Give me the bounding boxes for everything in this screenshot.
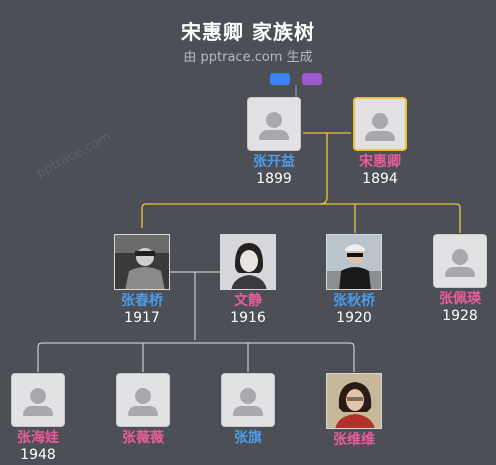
person-year: 1899	[256, 171, 292, 187]
person-photo	[114, 234, 170, 290]
view-toggle-icon[interactable]	[270, 73, 290, 85]
person-silhouette-icon	[247, 97, 301, 151]
person-year: 1920	[336, 310, 372, 326]
person-card[interactable]: 张海娃 1948	[0, 373, 78, 464]
person-name: 张开益	[253, 154, 295, 170]
person-name: 张维维	[333, 432, 375, 448]
person-card[interactable]: 张维维	[314, 373, 394, 449]
page-title: 宋惠卿 家族树	[181, 20, 315, 44]
person-card[interactable]: 张开益 1899	[234, 97, 314, 188]
person-year: 1948	[20, 447, 56, 463]
person-year: 1916	[230, 310, 266, 326]
person-card[interactable]: 张旗	[208, 373, 288, 447]
person-name: 张秋桥	[333, 293, 375, 309]
person-silhouette-icon	[116, 373, 170, 427]
view-toggle-icon[interactable]	[302, 73, 322, 85]
person-photo	[326, 234, 382, 290]
person-name: 张佩瑛	[439, 291, 481, 307]
person-name: 文静	[234, 293, 262, 309]
page-subtitle: 由 pptrace.com 生成	[183, 50, 313, 65]
person-photo	[220, 234, 276, 290]
person-card[interactable]: 文静 1916	[208, 234, 288, 327]
person-card-selected[interactable]: 宋惠卿 1894	[340, 97, 420, 188]
person-card[interactable]: 张秋桥 1920	[314, 234, 394, 327]
person-name: 宋惠卿	[359, 154, 401, 170]
person-year: 1917	[124, 310, 160, 326]
person-name: 张海娃	[17, 430, 59, 446]
person-name: 张旗	[234, 430, 262, 446]
person-silhouette-icon	[353, 97, 407, 151]
person-photo	[326, 373, 382, 429]
person-silhouette-icon	[433, 234, 487, 288]
person-name: 张春桥	[121, 293, 163, 309]
person-silhouette-icon	[11, 373, 65, 427]
person-year: 1928	[442, 308, 478, 324]
person-name: 张薇薇	[122, 430, 164, 446]
person-card[interactable]: 张佩瑛 1928	[420, 234, 496, 325]
person-silhouette-icon	[221, 373, 275, 427]
person-card[interactable]: 张薇薇	[103, 373, 183, 447]
person-year: 1894	[362, 171, 398, 187]
person-card[interactable]: 张春桥 1917	[102, 234, 182, 327]
